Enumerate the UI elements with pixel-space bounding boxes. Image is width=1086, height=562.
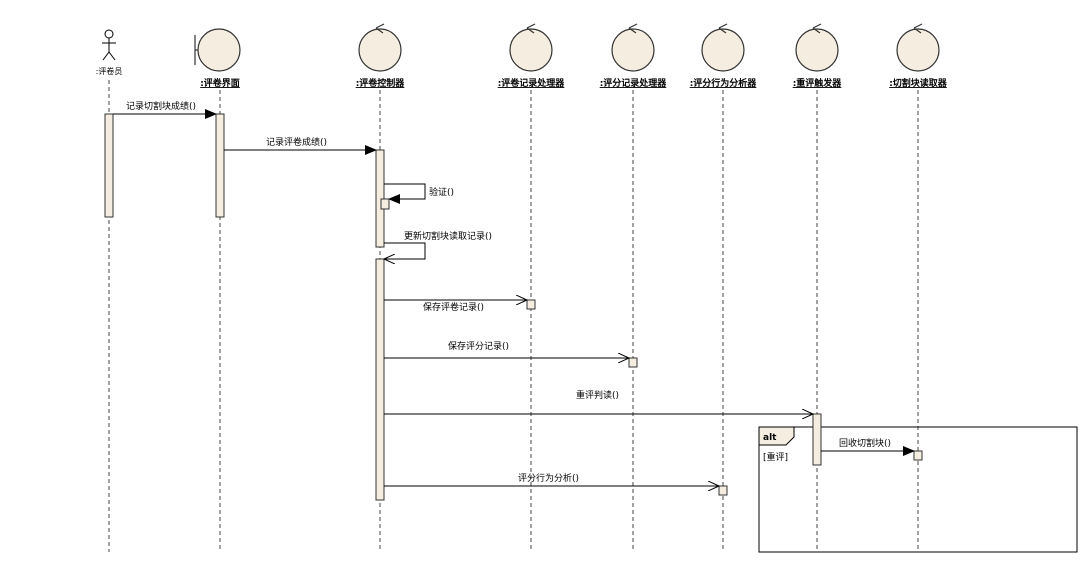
control-icon: [701, 23, 745, 72]
activation-score-processor: [628, 357, 638, 368]
lifeline-score-processor: :评分记录处理器: [600, 23, 668, 552]
lifeline-behavior-analyzer: :评分行为分析器: [690, 23, 758, 552]
alt-fragment: alt [重评]: [758, 426, 1078, 553]
activation-ctrl-verify: [380, 198, 390, 210]
message-label: 回收切割块(): [839, 437, 891, 449]
message-label: 评分行为分析(): [518, 472, 579, 484]
message-update-block-read-record: 更新切割块读取记录(): [384, 230, 492, 259]
lifeline-label: :评分记录处理器: [600, 77, 668, 89]
message-rereview: 重评判读(): [384, 389, 813, 414]
fragment-guard: [重评]: [763, 451, 788, 463]
message-label: 重评判读(): [576, 389, 619, 401]
control-icon: [896, 23, 940, 72]
message-verify: 验证(): [384, 183, 454, 204]
boundary-icon: [194, 28, 241, 72]
lifeline-label: :切割块读取器: [889, 77, 948, 89]
message-label: 保存评分记录(): [448, 340, 509, 352]
activation-block-reader: [913, 450, 923, 461]
message-label: 记录切割块成绩(): [126, 100, 196, 112]
control-icon: [611, 23, 655, 72]
activation-ctrl-2: [375, 258, 385, 501]
activation-reviewer: [104, 113, 114, 218]
lifeline-reviewer: :评卷员: [96, 29, 123, 552]
activation-record-processor: [526, 299, 536, 310]
message-record-block-score: 记录切割块成绩(): [113, 100, 217, 119]
message-save-score-record: 保存评分记录(): [384, 340, 629, 358]
control-icon: [358, 23, 402, 72]
message-record-review-score: 记录评卷成绩(): [224, 136, 377, 155]
lifeline-ui: :评卷界面: [194, 28, 241, 552]
message-label: 保存评卷记录(): [423, 301, 484, 313]
lifeline-label: :评卷界面: [200, 77, 240, 89]
lifeline-block-reader: :切割块读取器: [889, 23, 948, 552]
actor-icon: [102, 29, 116, 61]
fragment-operator-tab: [758, 426, 795, 446]
message-label: 更新切割块读取记录(): [404, 230, 492, 242]
lifeline-record-processor: :评卷记录处理器: [498, 23, 566, 552]
activation-ui: [215, 113, 225, 218]
control-icon: [795, 23, 839, 72]
activation-behavior-analyzer: [718, 485, 728, 496]
message-reclaim-block: 回收切割块(): [821, 437, 915, 456]
message-label: 记录评卷成绩(): [266, 136, 327, 148]
lifeline-rereview-trigger: :重评触发器: [793, 23, 843, 552]
message-save-review-record: 保存评卷记录(): [384, 300, 527, 313]
lifeline-label: :评卷员: [96, 66, 123, 76]
lifeline-label: :重评触发器: [793, 77, 843, 89]
fragment-operator: alt: [763, 433, 777, 443]
activation-rereview-trigger: [812, 413, 822, 466]
lifeline-label: :评卷控制器: [356, 77, 406, 89]
message-label: 验证(): [429, 186, 454, 198]
lifeline-label: :评卷记录处理器: [498, 77, 566, 89]
lifeline-label: :评分行为分析器: [690, 77, 758, 89]
message-scoring-behavior-analysis: 评分行为分析(): [384, 472, 719, 486]
control-icon: [509, 23, 553, 72]
